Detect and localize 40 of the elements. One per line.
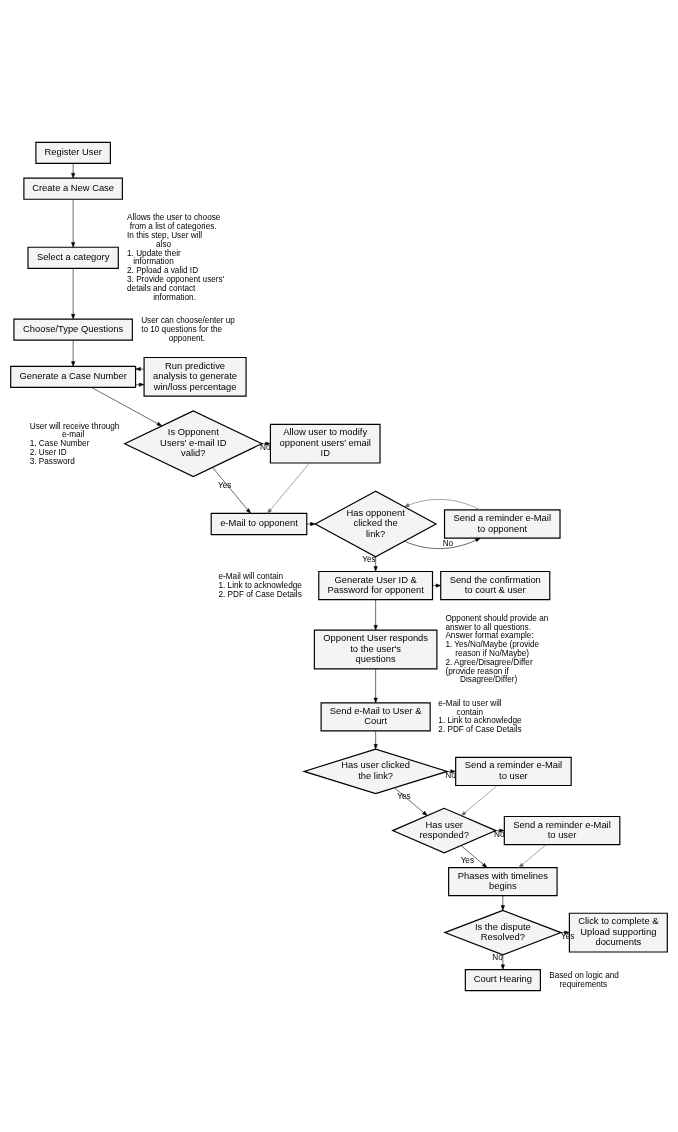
arrow bbox=[373, 598, 378, 630]
arrow bbox=[518, 843, 547, 868]
node-box: Send a reminder e-Mail to opponent bbox=[443, 508, 561, 539]
arrow bbox=[306, 521, 316, 526]
node-box: Send e-Mail to User & Court bbox=[320, 701, 431, 732]
arrow bbox=[91, 386, 163, 426]
arrow bbox=[71, 339, 76, 367]
node-box: Select a category bbox=[27, 246, 119, 269]
node-diamond: Has opponent clicked the link? bbox=[314, 490, 438, 557]
node-box: Send the confirmation to court & user bbox=[440, 570, 551, 600]
arrow bbox=[500, 895, 505, 910]
node-box: e-Mail to opponent bbox=[210, 512, 308, 535]
node-box: Send a reminder e-Mail to user bbox=[455, 756, 572, 786]
arrow bbox=[71, 162, 76, 178]
arrow bbox=[461, 784, 498, 816]
arrow bbox=[500, 954, 505, 970]
arrow bbox=[267, 462, 310, 514]
node-box: Send a reminder e-Mail to user bbox=[503, 815, 621, 845]
arrow bbox=[71, 198, 76, 247]
arrow bbox=[460, 844, 488, 868]
node-box: Choose/Type Questions bbox=[13, 318, 133, 341]
arrow bbox=[404, 537, 481, 549]
arrow bbox=[432, 583, 441, 587]
arrow bbox=[373, 730, 378, 749]
node-box: Court Hearing bbox=[464, 968, 541, 991]
node-box: Register User bbox=[35, 141, 111, 164]
node-box: Allow user to modify opponent users' email ID bbox=[269, 423, 381, 464]
arrow bbox=[212, 466, 251, 514]
arrow bbox=[261, 441, 271, 446]
arrow bbox=[404, 498, 481, 510]
arrow bbox=[135, 382, 145, 387]
node-box: Phases with timelines begins bbox=[448, 866, 558, 896]
node-box: Opponent User responds to the user's questions bbox=[313, 629, 438, 669]
node-box: Generate User ID & Password for opponent bbox=[318, 570, 434, 600]
node-box: Run predictive analysis to generate win/loss percentage bbox=[143, 356, 247, 397]
arrow bbox=[71, 267, 76, 319]
node-box: Generate a Case Number bbox=[10, 365, 137, 388]
node-box: Create a New Case bbox=[23, 177, 123, 200]
arrow bbox=[373, 668, 378, 703]
arrow bbox=[135, 366, 145, 371]
